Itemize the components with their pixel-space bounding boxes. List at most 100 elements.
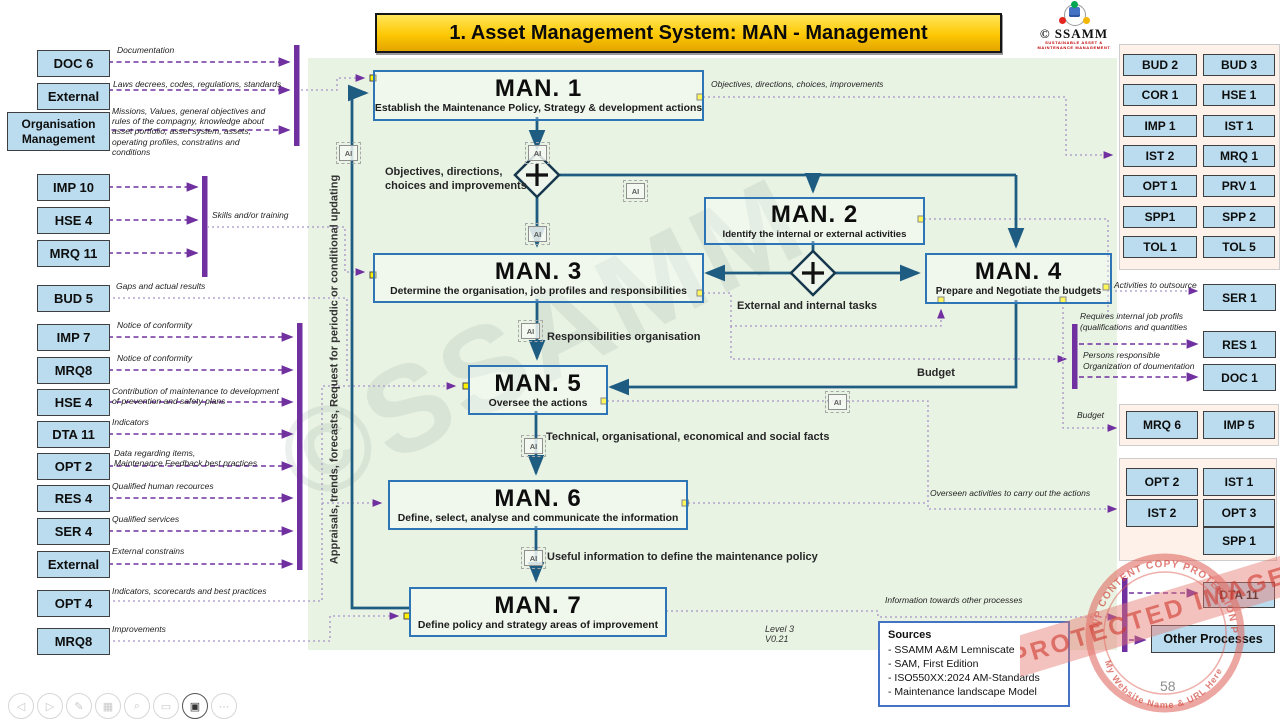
presenter-toolbar: ◁ ▷ ✎ ▦ ⌕ ▭ ▣ ⋯ xyxy=(8,693,237,719)
process-man2: MAN. 2 Identify the internal or external… xyxy=(704,197,925,245)
output-box-ser1: SER 1 xyxy=(1203,284,1276,311)
output-box: BUD 3 xyxy=(1203,54,1275,76)
output-box-mrq6: MRQ 6 xyxy=(1126,411,1198,439)
output-box: COR 1 xyxy=(1123,84,1197,106)
level-version: Level 3 V0.21 xyxy=(765,624,795,644)
input-note: External constrains xyxy=(112,546,185,556)
input-box: OPT 2 xyxy=(37,453,110,480)
logo-brand: © SSAMM xyxy=(1039,26,1109,41)
output-note-outsource: Activities to outsource xyxy=(1114,280,1197,290)
input-box: MRQ 11 xyxy=(37,240,110,267)
input-box: External xyxy=(37,551,110,578)
output-box: IST 2 xyxy=(1123,145,1197,167)
output-note-overseen: Overseen activities to carry out the act… xyxy=(930,488,1091,498)
input-note: Skills and/or training xyxy=(212,210,289,220)
output-box: SPP 1 xyxy=(1203,527,1275,555)
input-note: Notice of conformity xyxy=(117,320,193,330)
sources-title: Sources xyxy=(888,629,932,641)
output-box: IMP 1 xyxy=(1123,115,1197,137)
zoom-slide-button[interactable]: ⌕ xyxy=(124,693,150,719)
page-number: 58 xyxy=(1160,678,1176,694)
output-box-imp5: IMP 5 xyxy=(1203,411,1275,439)
captions-icon: ▭ xyxy=(160,700,172,713)
camera-icon: ▣ xyxy=(189,700,201,713)
slide-title: 1. Asset Management System: MAN - Manage… xyxy=(375,13,1002,53)
ai-chip-icon: AI xyxy=(525,142,550,164)
flow-label-tasks: External and internal tasks xyxy=(737,300,877,312)
ai-chip-icon: AI xyxy=(518,320,543,342)
input-note: Missions, Values, general objectives and… xyxy=(112,106,266,157)
output-note-job-profiles: Requires internal job profils (qualifica… xyxy=(1080,311,1188,332)
previous-slide-icon: ◁ xyxy=(16,700,26,713)
input-note: Gaps and actual results xyxy=(116,281,206,291)
process-man7: MAN. 7 Define policy and strategy areas … xyxy=(409,587,667,637)
input-note: Contribution of maintenance to developme… xyxy=(112,386,279,407)
previous-slide-button[interactable]: ◁ xyxy=(8,693,34,719)
process-desc: Identify the internal or external activi… xyxy=(722,228,907,240)
process-title: MAN. 5 xyxy=(494,369,582,397)
process-man5: MAN. 5 Oversee the actions xyxy=(468,365,608,415)
ai-chip-icon: AI xyxy=(521,435,546,457)
output-note-persons: Persons responsible Organization of doum… xyxy=(1083,350,1195,371)
camera-button[interactable]: ▣ xyxy=(182,693,208,719)
connection-ports xyxy=(369,74,1110,620)
input-box: OPT 4 xyxy=(37,590,110,617)
flow-label-objectives-out: Objectives, directions, choices, improve… xyxy=(711,79,884,89)
pen-icon: ✎ xyxy=(74,700,84,713)
process-man4: MAN. 4 Prepare and Negotiate the budgets xyxy=(925,253,1112,304)
flow-label-technical: Technical, organisational, economical an… xyxy=(546,431,830,443)
process-desc: Prepare and Negotiate the budgets xyxy=(935,286,1102,297)
logo-dot-yellow xyxy=(1083,17,1090,24)
ellipsis-icon: ⋯ xyxy=(218,700,230,713)
input-box: IMP 7 xyxy=(37,324,110,351)
ssamm-logo-mark xyxy=(1057,1,1091,27)
collector-bars xyxy=(202,45,1128,652)
output-box: PRV 1 xyxy=(1203,175,1275,197)
diagram-canvas xyxy=(308,58,1117,650)
process-desc: Define, select, analyse and communicate … xyxy=(397,512,679,524)
output-note-information: Information towards other processes xyxy=(885,595,1023,605)
output-box: BUD 2 xyxy=(1123,54,1197,76)
input-box: DTA 11 xyxy=(37,421,110,448)
output-box: OPT 3 xyxy=(1203,499,1275,527)
output-box: IST 1 xyxy=(1203,115,1275,137)
input-box: SER 4 xyxy=(37,518,110,545)
next-slide-button[interactable]: ▷ xyxy=(37,693,63,719)
output-box: HSE 1 xyxy=(1203,84,1275,106)
output-box: MRQ 1 xyxy=(1203,145,1275,167)
process-desc: Define policy and strategy areas of impr… xyxy=(417,619,659,631)
gateway-diamonds xyxy=(513,151,837,297)
output-box: OPT 2 xyxy=(1126,468,1198,496)
input-box: RES 4 xyxy=(37,485,110,512)
show-all-slides-button[interactable]: ▦ xyxy=(95,693,121,719)
flow-label-budget: Budget xyxy=(917,367,955,379)
process-title: MAN. 7 xyxy=(494,591,582,619)
process-desc: Oversee the actions xyxy=(488,397,588,409)
output-box: IST 2 xyxy=(1126,499,1198,527)
input-box: MRQ8 xyxy=(37,357,110,384)
sources-item: - SAM, First Edition xyxy=(888,658,979,671)
output-box-res1: RES 1 xyxy=(1203,331,1276,358)
more-options-button[interactable]: ⋯ xyxy=(211,693,237,719)
captions-button[interactable]: ▭ xyxy=(153,693,179,719)
grid-icon: ▦ xyxy=(102,700,114,713)
ai-chip-icon: AI xyxy=(525,223,550,245)
vertical-note: Appraisals, trends, forecasts, Request f… xyxy=(328,174,341,565)
next-slide-icon: ▷ xyxy=(45,700,55,713)
input-box: External xyxy=(37,83,110,110)
input-box: Organisation Management xyxy=(7,112,110,151)
input-note: Improvements xyxy=(112,624,166,634)
input-note: Indicators xyxy=(112,417,149,427)
input-box: MRQ8 xyxy=(37,628,110,655)
pen-tool-button[interactable]: ✎ xyxy=(66,693,92,719)
logo-dot-red xyxy=(1059,17,1066,24)
output-box: TOL 5 xyxy=(1203,236,1275,258)
output-box: TOL 1 xyxy=(1123,236,1197,258)
ai-chip-icon: AI xyxy=(623,180,648,202)
magnifier-icon: ⌕ xyxy=(133,699,141,712)
logo-tagline: SUSTAINABLE ASSET & MAINTENANCE MANAGEME… xyxy=(1037,40,1111,51)
output-box: OPT 1 xyxy=(1123,175,1197,197)
protection-stamp: WP CONTENT COPY PROTECTION PLUGIN My Web… xyxy=(1020,528,1280,713)
